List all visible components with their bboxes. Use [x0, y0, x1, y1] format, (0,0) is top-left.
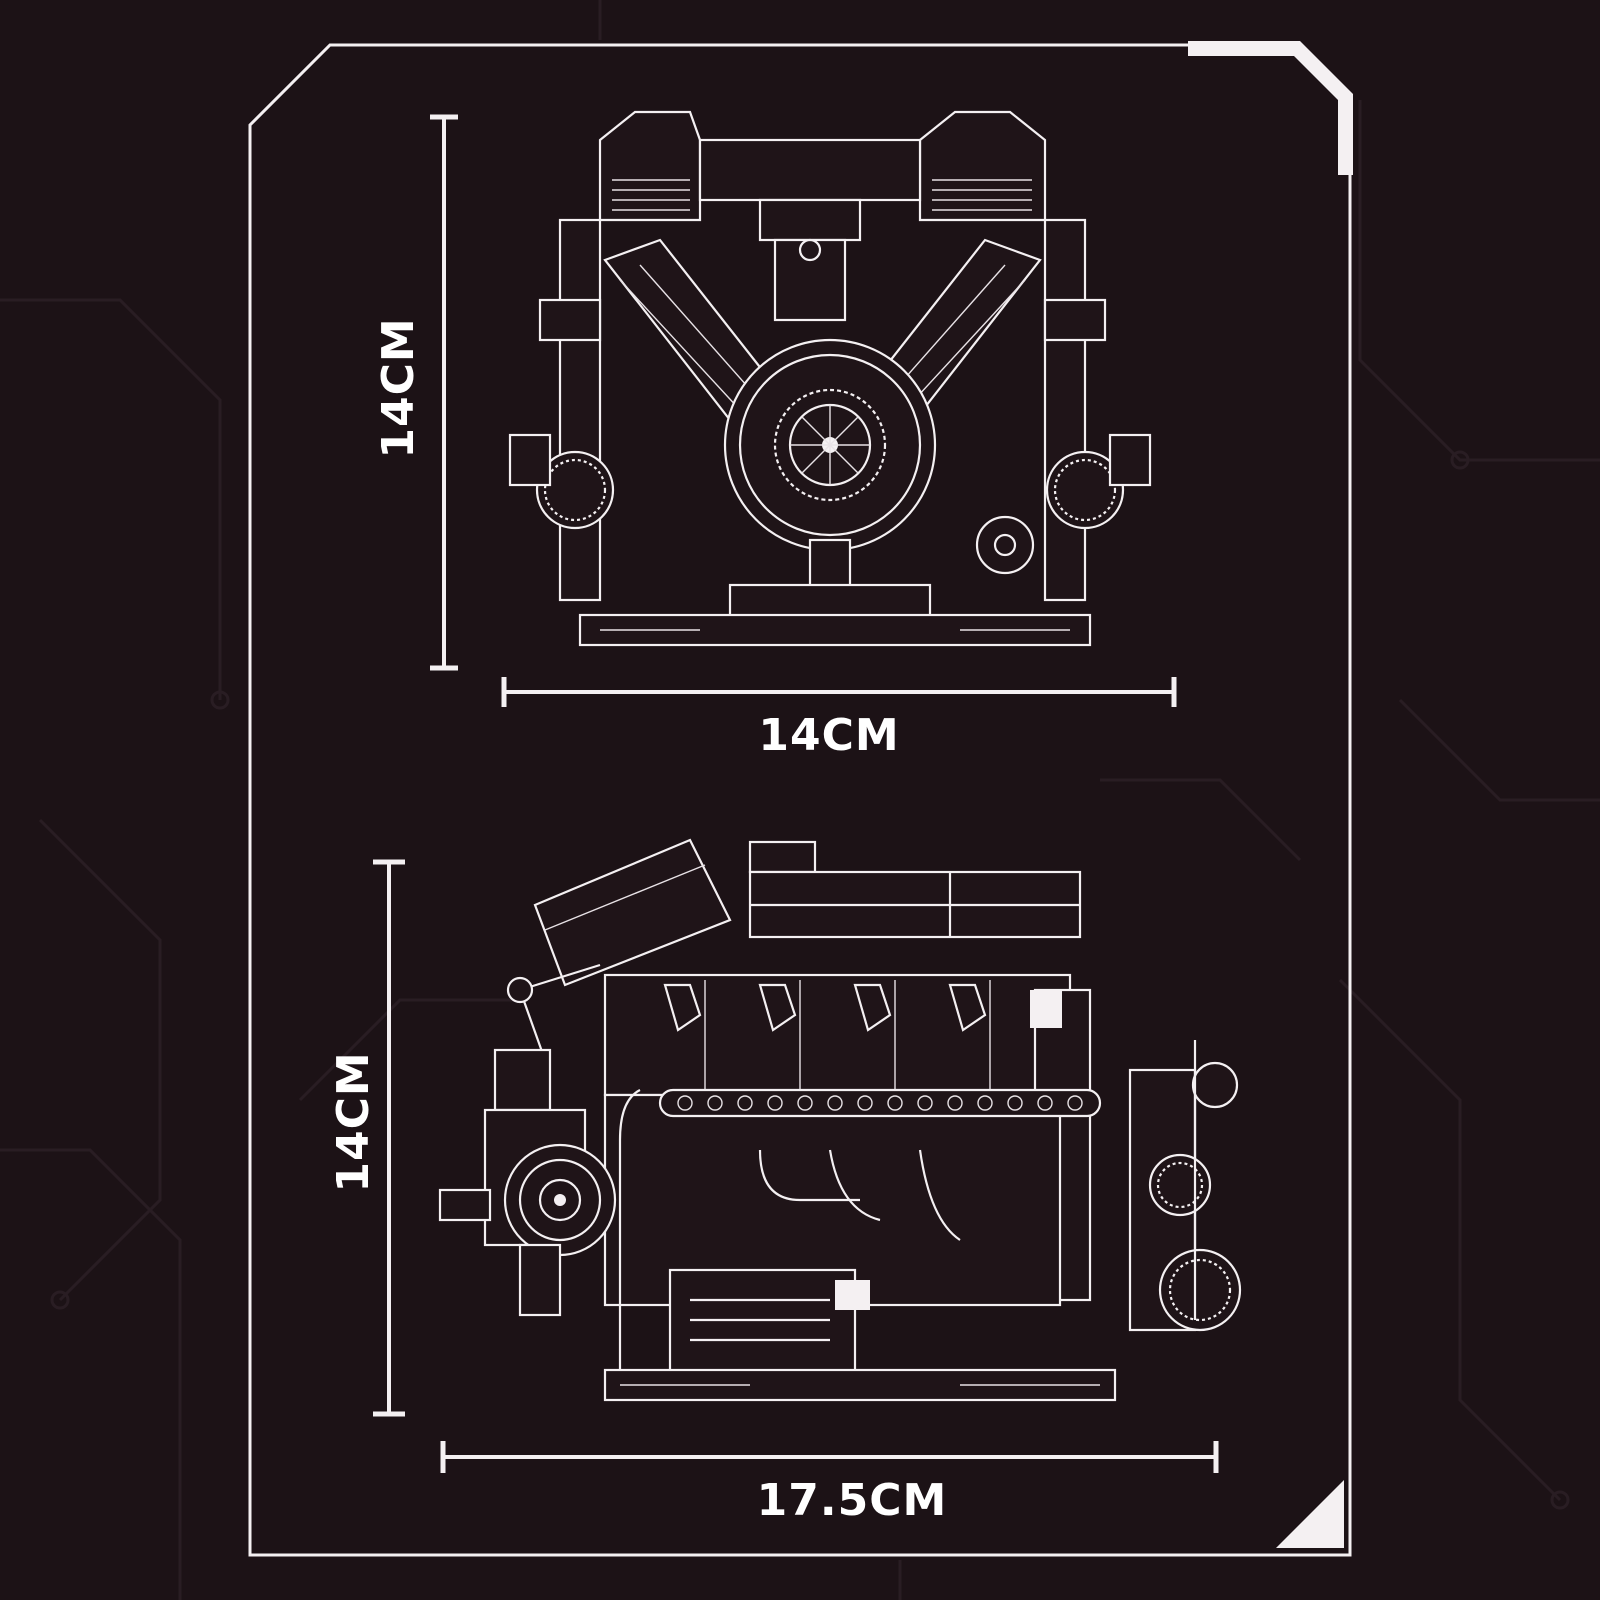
side-height-dimension — [373, 859, 405, 1417]
engine-front-view — [508, 110, 1152, 647]
front-height-label: 14CM — [373, 317, 424, 458]
frame-corner-accent — [1188, 41, 1353, 175]
front-width-dimension — [501, 677, 1177, 707]
engine-side-view — [438, 838, 1242, 1402]
outer-frame — [248, 41, 1353, 1557]
side-height-label: 14CM — [328, 1051, 379, 1192]
side-width-label: 17.5CM — [757, 1475, 948, 1526]
frame-corner-triangle — [1276, 1480, 1344, 1548]
side-width-dimension — [440, 1441, 1219, 1473]
front-width-label: 14CM — [758, 710, 899, 761]
front-height-dimension — [430, 114, 458, 671]
